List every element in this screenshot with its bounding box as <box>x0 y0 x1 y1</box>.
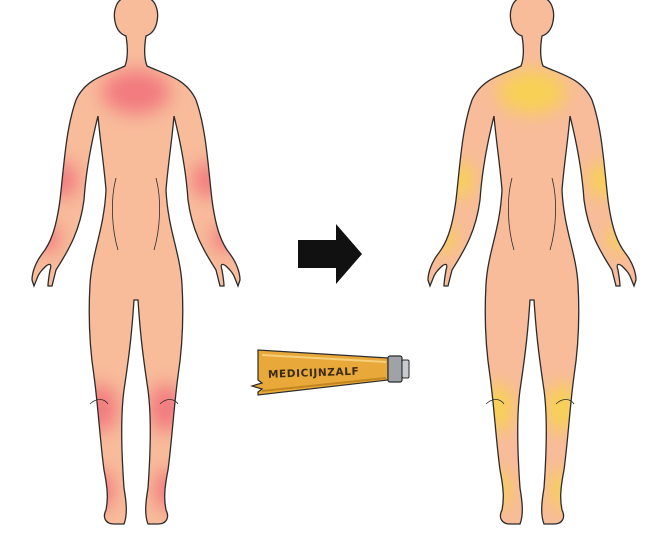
treated-left-knee <box>478 384 514 432</box>
rash-neck <box>102 70 170 114</box>
treated-left-ankle <box>482 470 510 510</box>
body-figure-after <box>428 0 636 524</box>
body-figure-before <box>32 0 240 524</box>
ointment-tube-icon: MEDICIJNZALF <box>252 350 409 395</box>
rash-right-knee <box>148 384 184 432</box>
right-arrow-icon <box>298 224 362 284</box>
rash-right-ankle <box>154 470 182 510</box>
rash-left-knee <box>82 384 118 432</box>
treated-right-ankle <box>550 470 578 510</box>
treated-right-knee <box>544 384 580 432</box>
rash-left-ankle <box>86 470 114 510</box>
treated-neck <box>498 70 566 114</box>
